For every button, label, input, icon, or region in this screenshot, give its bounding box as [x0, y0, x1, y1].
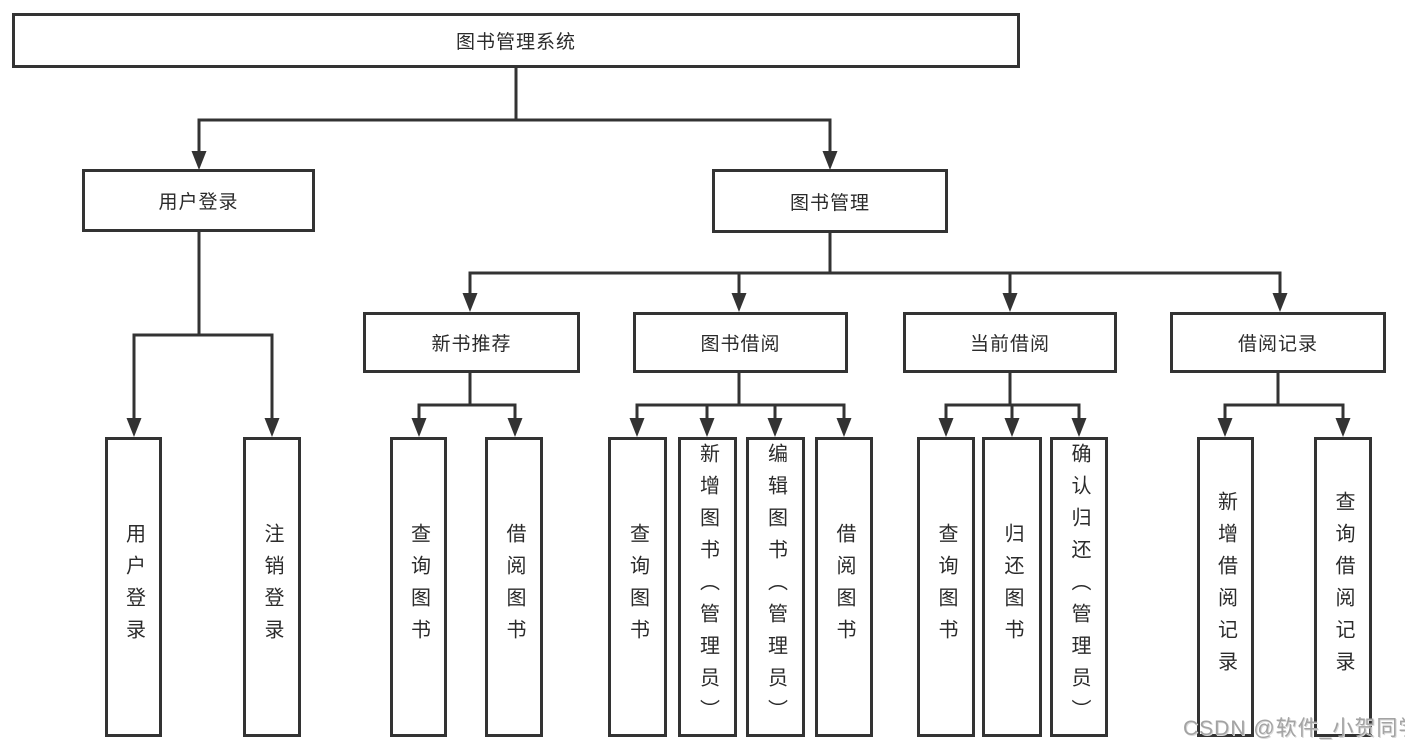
leaf-query-borrow-record-label: 查询借阅记录	[1332, 491, 1354, 683]
node-new-book-recommend: 新书推荐	[363, 312, 580, 373]
leaf-logout-label: 注销登录	[261, 523, 283, 651]
leaf-borrow-query-books: 查询图书	[608, 437, 667, 737]
leaf-borrow-books: 借阅图书	[815, 437, 873, 737]
node-current-borrowing: 当前借阅	[903, 312, 1117, 373]
node-borrowing-records: 借阅记录	[1170, 312, 1386, 373]
node-book-management: 图书管理	[712, 169, 948, 233]
leaf-borrow-query-books-label: 查询图书	[626, 523, 649, 651]
leaf-add-books-admin-label: 新增图书（管理员）	[696, 443, 719, 731]
csdn-watermark: CSDN @软件_小贺同学	[1183, 717, 1405, 740]
node-user-login: 用户登录	[82, 169, 315, 232]
node-current-borrowing-label: 当前借阅	[969, 334, 1050, 355]
leaf-logout: 注销登录	[243, 437, 301, 737]
leaf-query-borrow-record: 查询借阅记录	[1314, 437, 1372, 737]
node-user-login-label: 用户登录	[158, 192, 239, 213]
leaf-add-borrow-record-label: 新增借阅记录	[1214, 491, 1237, 683]
leaf-recommend-borrow-books-label: 借阅图书	[503, 523, 525, 651]
node-book-borrowing-label: 图书借阅	[700, 334, 781, 355]
leaf-edit-books-admin-label: 编辑图书（管理员）	[764, 443, 787, 731]
node-book-borrowing: 图书借阅	[633, 312, 848, 373]
leaf-borrow-books-label: 借阅图书	[833, 523, 855, 651]
node-book-management-label: 图书管理	[789, 192, 870, 214]
leaf-user-login-label: 用户登录	[122, 523, 145, 651]
leaf-add-borrow-record: 新增借阅记录	[1197, 437, 1254, 737]
leaf-confirm-return-admin: 确认归还（管理员）	[1050, 437, 1108, 737]
node-new-book-recommend-label: 新书推荐	[431, 334, 512, 355]
leaf-recommend-borrow-books: 借阅图书	[485, 437, 543, 737]
leaf-edit-books-admin: 编辑图书（管理员）	[746, 437, 805, 737]
leaf-add-books-admin: 新增图书（管理员）	[678, 437, 737, 737]
node-library-system-label: 图书管理系统	[455, 32, 576, 53]
node-borrowing-records-label: 借阅记录	[1237, 334, 1318, 355]
leaf-return-books-label: 归还图书	[1001, 523, 1023, 651]
leaf-user-login: 用户登录	[105, 437, 162, 737]
leaf-confirm-return-admin-label: 确认归还（管理员）	[1068, 443, 1090, 731]
leaf-return-books: 归还图书	[982, 437, 1042, 737]
node-library-system: 图书管理系统	[12, 13, 1020, 68]
leaf-current-query-books: 查询图书	[917, 437, 975, 737]
leaf-recommend-query-books-label: 查询图书	[407, 523, 430, 651]
leaf-recommend-query-books: 查询图书	[390, 437, 447, 737]
leaf-current-query-books-label: 查询图书	[935, 523, 957, 651]
